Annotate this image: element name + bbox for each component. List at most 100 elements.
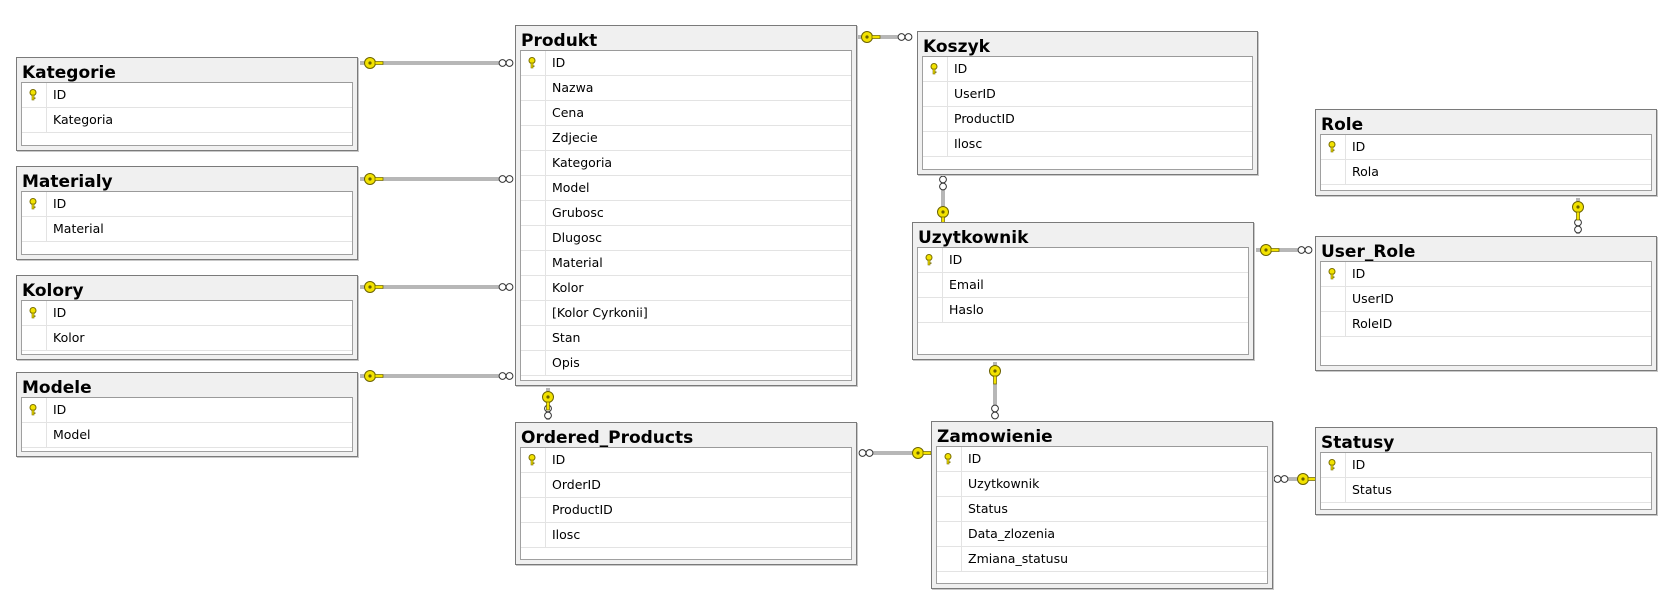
column-row[interactable]: OrderID (521, 473, 851, 498)
row-selector[interactable] (521, 76, 546, 100)
column-row[interactable]: Ilosc (521, 523, 851, 548)
column-row[interactable]: Zdjecie (521, 126, 851, 151)
table-title[interactable]: Modele (22, 378, 92, 397)
column-row[interactable]: ID (1321, 135, 1651, 160)
column-row[interactable]: Zmiana_statusu (937, 547, 1267, 572)
row-selector[interactable] (521, 351, 546, 375)
row-selector[interactable] (521, 498, 546, 522)
column-row[interactable]: ID (918, 248, 1248, 273)
row-selector[interactable] (521, 251, 546, 275)
column-row[interactable]: ID (1321, 262, 1651, 287)
row-selector[interactable] (22, 301, 47, 325)
row-selector[interactable] (923, 82, 948, 106)
row-selector[interactable] (1321, 287, 1346, 311)
row-selector[interactable] (937, 497, 962, 521)
column-row[interactable]: Email (918, 273, 1248, 298)
column-row[interactable]: ID (22, 301, 352, 326)
row-selector[interactable] (521, 301, 546, 325)
row-selector[interactable] (22, 326, 47, 350)
column-row[interactable]: Stan (521, 326, 851, 351)
column-row[interactable]: ID (521, 448, 851, 473)
row-selector[interactable] (22, 217, 47, 241)
row-selector[interactable] (923, 107, 948, 131)
table-title[interactable]: Zamowienie (937, 427, 1053, 446)
column-row[interactable]: Material (22, 217, 352, 242)
row-selector[interactable] (22, 83, 47, 107)
column-row[interactable]: ID (22, 398, 352, 423)
table-title[interactable]: Role (1321, 115, 1364, 134)
column-row[interactable]: Kategoria (521, 151, 851, 176)
table-title[interactable]: Produkt (521, 31, 598, 50)
column-row[interactable]: Grubosc (521, 201, 851, 226)
row-selector[interactable] (521, 448, 546, 472)
table-title[interactable]: Koszyk (923, 37, 990, 56)
column-row[interactable]: Data_zlozenia (937, 522, 1267, 547)
column-row[interactable]: Model (22, 423, 352, 448)
column-row[interactable]: Kolor (22, 326, 352, 351)
column-row[interactable]: Cena (521, 101, 851, 126)
column-row[interactable]: Haslo (918, 298, 1248, 323)
row-selector[interactable] (923, 132, 948, 156)
row-selector[interactable] (521, 151, 546, 175)
row-selector[interactable] (1321, 312, 1346, 336)
table-title[interactable]: Uzytkownik (918, 228, 1029, 247)
table-title[interactable]: Kolory (22, 281, 84, 300)
column-row[interactable]: ID (521, 51, 851, 76)
row-selector[interactable] (937, 522, 962, 546)
column-row[interactable]: UserID (923, 82, 1252, 107)
column-row[interactable]: Material (521, 251, 851, 276)
column-row[interactable]: RoleID (1321, 312, 1651, 337)
row-selector[interactable] (1321, 262, 1346, 286)
row-selector[interactable] (521, 226, 546, 250)
table-title[interactable]: Kategorie (22, 63, 116, 82)
row-selector[interactable] (22, 108, 47, 132)
row-selector[interactable] (22, 398, 47, 422)
row-selector[interactable] (521, 51, 546, 75)
row-selector[interactable] (521, 201, 546, 225)
row-selector[interactable] (521, 101, 546, 125)
column-row[interactable]: Ilosc (923, 132, 1252, 157)
row-selector[interactable] (918, 298, 943, 322)
column-row[interactable]: ID (1321, 453, 1651, 478)
column-row[interactable]: ID (22, 83, 352, 108)
column-row[interactable]: ID (22, 192, 352, 217)
column-row[interactable]: ProductID (923, 107, 1252, 132)
table-title[interactable]: Statusy (1321, 433, 1395, 452)
row-selector[interactable] (521, 473, 546, 497)
row-selector[interactable] (22, 192, 47, 216)
column-row[interactable]: Status (937, 497, 1267, 522)
row-selector[interactable] (1321, 135, 1346, 159)
row-selector[interactable] (937, 547, 962, 571)
column-row[interactable]: [Kolor Cyrkonii] (521, 301, 851, 326)
column-row[interactable]: ProductID (521, 498, 851, 523)
row-selector[interactable] (918, 273, 943, 297)
row-selector[interactable] (1321, 478, 1346, 502)
column-row[interactable]: ID (923, 57, 1252, 82)
column-row[interactable]: Dlugosc (521, 226, 851, 251)
column-row[interactable]: Rola (1321, 160, 1651, 185)
column-row[interactable]: ID (937, 447, 1267, 472)
row-selector[interactable] (521, 276, 546, 300)
row-selector[interactable] (521, 523, 546, 547)
row-selector[interactable] (521, 326, 546, 350)
row-selector[interactable] (918, 248, 943, 272)
row-selector[interactable] (923, 57, 948, 81)
table-title[interactable]: Ordered_Products (521, 428, 694, 447)
row-selector[interactable] (937, 447, 962, 471)
column-row[interactable]: Uzytkownik (937, 472, 1267, 497)
column-row[interactable]: Nazwa (521, 76, 851, 101)
row-selector[interactable] (521, 176, 546, 200)
column-row[interactable]: UserID (1321, 287, 1651, 312)
row-selector[interactable] (22, 423, 47, 447)
